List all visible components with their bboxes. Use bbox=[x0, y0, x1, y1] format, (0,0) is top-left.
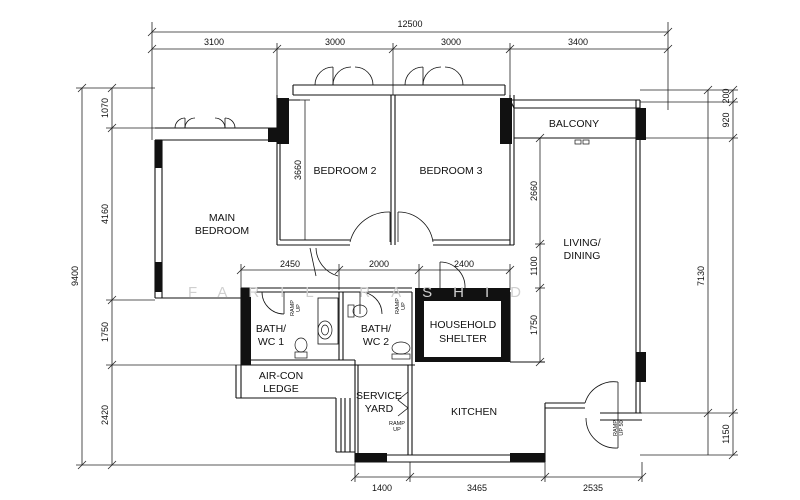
ramp-label-entrance-line-1: RAMP bbox=[613, 420, 619, 436]
dim-bottom-2: 3465 bbox=[467, 483, 487, 493]
wall-columns bbox=[155, 98, 646, 462]
room-label-bedroom-3: BEDROOM 3 bbox=[419, 165, 482, 177]
dim-bedroom-2-depth: 3660 bbox=[293, 160, 303, 180]
watermark: FARIL RASHID bbox=[188, 284, 542, 301]
dim-right-2: 920 bbox=[721, 112, 731, 127]
ramp-label-bath-1-line-1: RAMP bbox=[290, 300, 296, 316]
room-label-balcony: BALCONY bbox=[549, 118, 599, 130]
dimension-lines bbox=[76, 22, 738, 482]
room-label-bath-wc-2-line-1: BATH/ bbox=[361, 323, 391, 335]
dim-inner-2: 2000 bbox=[369, 259, 389, 269]
room-label-household-shelter-line-2: SHELTER bbox=[439, 333, 487, 345]
dim-left-3: 1750 bbox=[100, 322, 110, 342]
dim-top-3: 3000 bbox=[441, 37, 461, 47]
room-label-aircon-ledge-line-2: LEDGE bbox=[263, 383, 299, 395]
dim-right-1: 200 bbox=[721, 88, 731, 103]
walls bbox=[154, 84, 642, 463]
room-label-kitchen: KITCHEN bbox=[451, 406, 497, 418]
room-label-aircon-ledge-line-1: AIR-CON bbox=[259, 370, 303, 382]
dim-left-4: 2420 bbox=[100, 405, 110, 425]
dim-top-4: 3400 bbox=[568, 37, 588, 47]
room-label-living-dining-line-2: DINING bbox=[564, 250, 601, 262]
dim-overall-height: 9400 bbox=[70, 266, 80, 286]
dim-right-3: 2660 bbox=[529, 181, 539, 201]
room-label-service-yard-line-2: YARD bbox=[365, 403, 394, 415]
ramp-label-bath-2-line-1: RAMP bbox=[395, 298, 401, 314]
fixtures bbox=[294, 139, 590, 360]
dim-right-4: 1100 bbox=[529, 256, 539, 275]
room-label-bedroom-2: BEDROOM 2 bbox=[313, 165, 376, 177]
dim-bottom-3: 2535 bbox=[583, 483, 603, 493]
doors bbox=[174, 66, 619, 449]
dim-inner-1: 2450 bbox=[280, 259, 300, 269]
ramp-label-entrance-line-2: UP 50 bbox=[619, 420, 625, 435]
room-label-bath-wc-1-line-2: WC 1 bbox=[258, 336, 284, 348]
dim-right-5: 1750 bbox=[529, 315, 539, 335]
dim-bottom-1: 1400 bbox=[372, 483, 392, 493]
dim-left-2: 4160 bbox=[100, 204, 110, 224]
dim-overall-width: 12500 bbox=[397, 19, 422, 29]
dim-top-2: 3000 bbox=[325, 37, 345, 47]
room-label-living-dining-line-1: LIVING/ bbox=[563, 237, 600, 249]
dim-inner-3: 2400 bbox=[454, 259, 474, 269]
room-label-bath-wc-1-line-1: BATH/ bbox=[256, 323, 286, 335]
dim-top-1: 3100 bbox=[204, 37, 224, 47]
room-label-main-bedroom-line-2: BEDROOM bbox=[195, 225, 249, 237]
ramp-label-yard-line-1: RAMP bbox=[389, 421, 405, 427]
ramp-label-bath-2-line-2: UP bbox=[401, 302, 407, 310]
room-label-bath-wc-2-line-2: WC 2 bbox=[363, 336, 389, 348]
ramp-label-bath-1-line-2: UP bbox=[296, 304, 302, 312]
dim-right-overall: 7130 bbox=[696, 266, 706, 286]
room-label-service-yard-line-1: SERVICE bbox=[356, 390, 402, 402]
dim-left-1: 1070 bbox=[100, 98, 110, 118]
room-label-main-bedroom-line-1: MAIN bbox=[209, 212, 235, 224]
dim-right-6: 1150 bbox=[721, 424, 731, 443]
room-label-household-shelter-line-1: HOUSEHOLD bbox=[430, 319, 497, 331]
ramp-label-yard-line-2: UP bbox=[393, 427, 401, 433]
